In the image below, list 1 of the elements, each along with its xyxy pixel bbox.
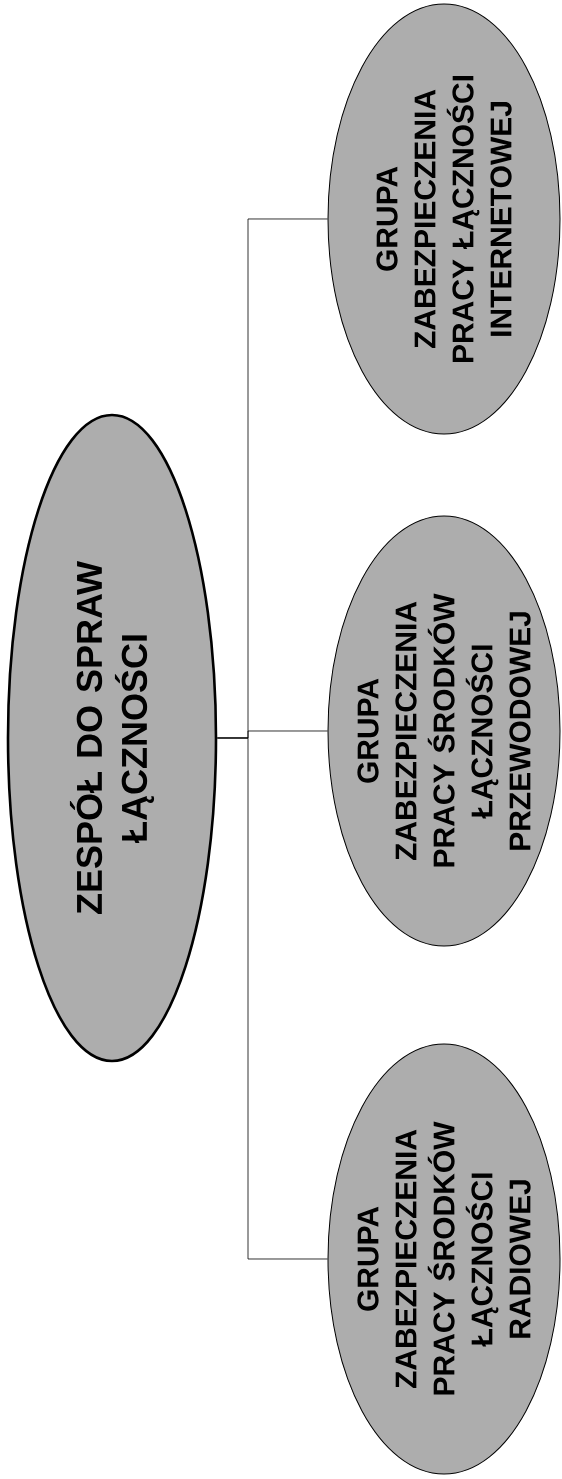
connector-line xyxy=(216,218,328,739)
